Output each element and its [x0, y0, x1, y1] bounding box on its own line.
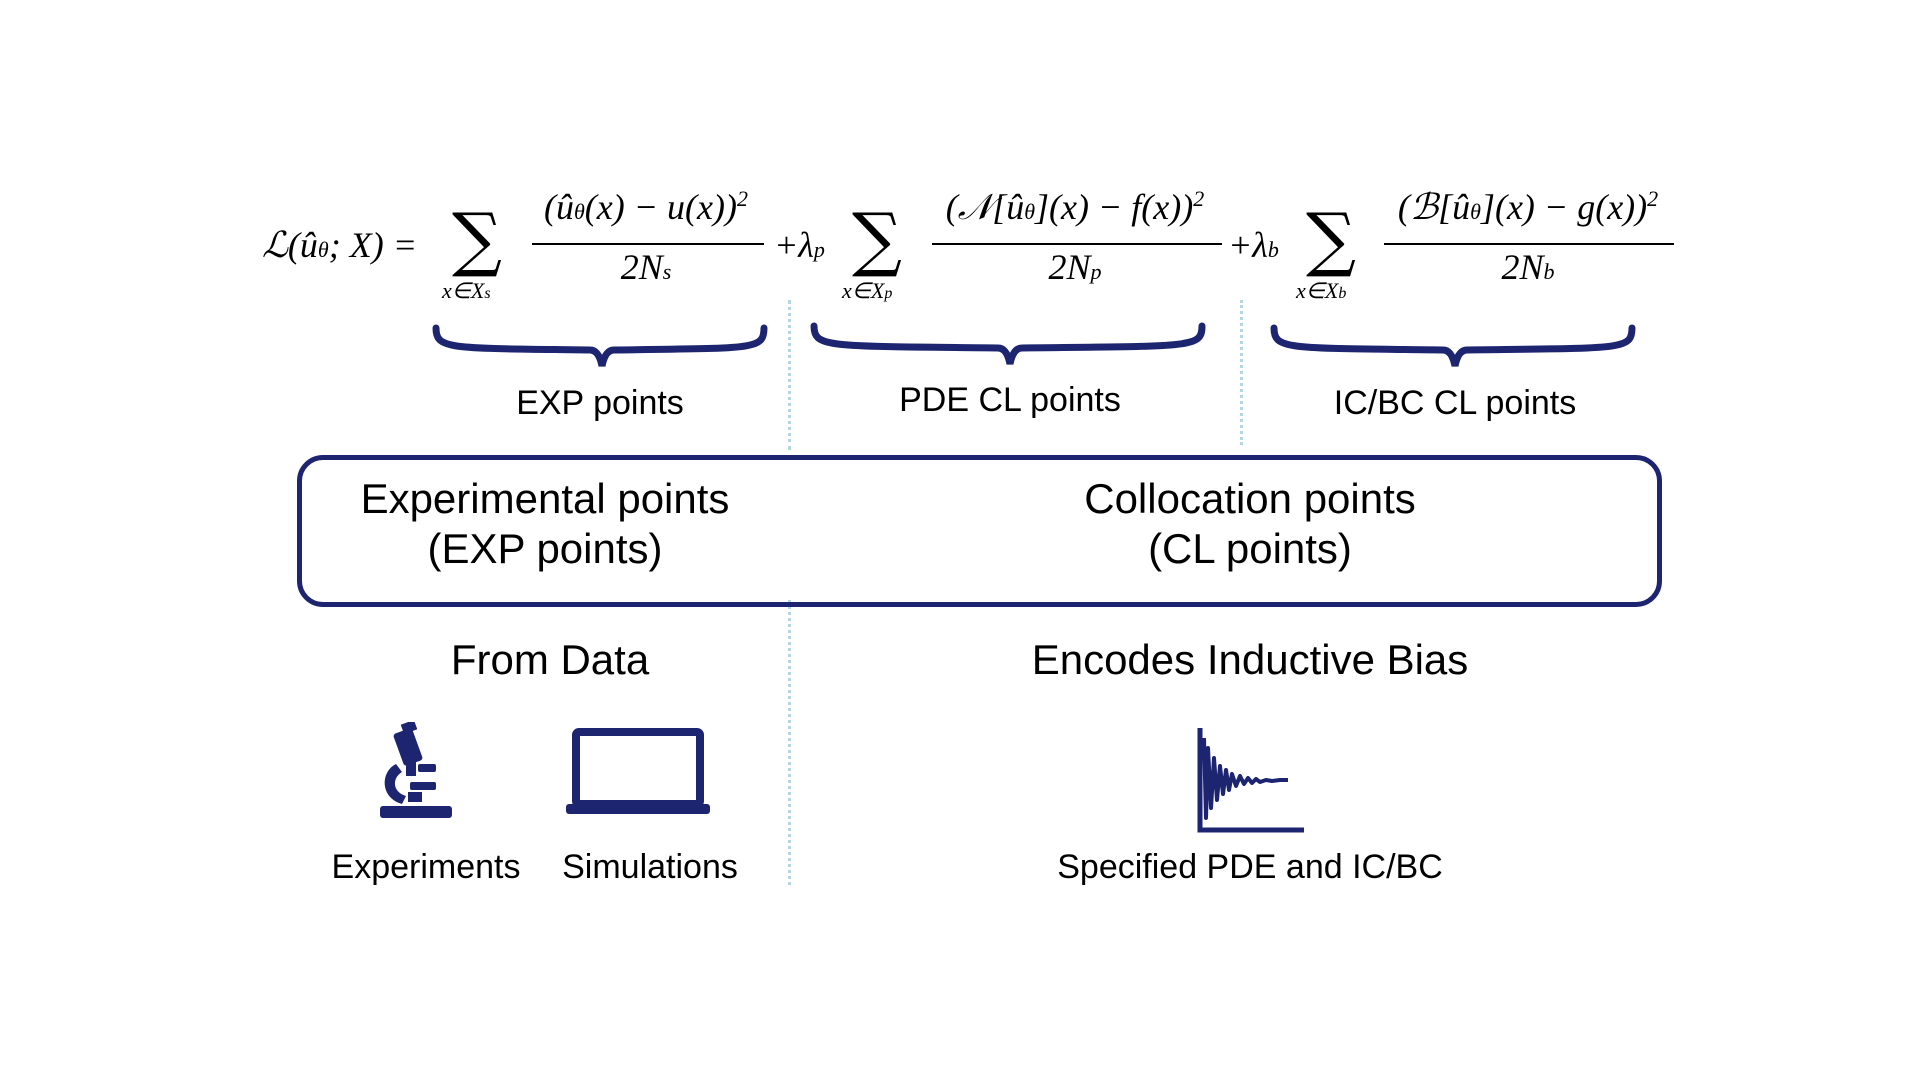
divider-upper-left	[788, 300, 791, 450]
sum-subscript-3: x∈Xb	[1296, 278, 1347, 303]
points-box	[297, 455, 1662, 607]
laptop-icon	[566, 728, 710, 814]
numerator-1: (ûθ(x) − u(x))2	[543, 186, 748, 227]
label-exp-points: EXP points	[516, 384, 684, 422]
divider-upper-right	[1240, 300, 1243, 445]
lambda-p: +λp	[774, 225, 825, 265]
brace-exp	[432, 324, 768, 367]
sum-subscript-1: x∈Xs	[442, 278, 491, 303]
fraction-bar-1	[532, 243, 764, 245]
pde-icbc-caption: Specified PDE and IC/BC	[1057, 848, 1443, 886]
collocation-points-text: Collocation points (CL points)	[1084, 475, 1416, 572]
numerator-2: (𝒩[ûθ](x) − f(x))2	[945, 186, 1205, 227]
denominator-2: 2Np	[1048, 247, 1102, 287]
sum-subscript-2: x∈Xp	[842, 278, 893, 303]
simulations-caption: Simulations	[562, 848, 738, 886]
lambda-b: +λb	[1228, 225, 1279, 265]
brace-pde	[810, 322, 1206, 365]
inductive-bias-title: Encodes Inductive Bias	[1031, 636, 1469, 683]
sum-symbol-1: ∑	[452, 198, 502, 280]
from-data-title: From Data	[450, 636, 650, 683]
damped-wave-icon	[1197, 728, 1304, 833]
denominator-1: 2Ns	[620, 247, 672, 287]
denominator-3: 2Nb	[1501, 247, 1555, 287]
numerator-3: (ℬ[ûθ](x) − g(x))2	[1397, 186, 1659, 227]
divider-lower	[788, 600, 791, 885]
experiments-caption: Experiments	[331, 848, 521, 886]
experimental-points-text: Experimental points (EXP points)	[360, 475, 730, 572]
sum-symbol-3: ∑	[1306, 198, 1356, 280]
microscope-icon	[380, 722, 452, 818]
loss-equation: ℒ(ûθ; X) = ∑ x∈Xs (ûθ(x) − u(x))2 2Ns +λ…	[262, 186, 1702, 306]
label-pde-cl-points: PDE CL points	[899, 381, 1121, 419]
brace-icbc	[1270, 324, 1636, 367]
fraction-bar-3	[1384, 243, 1674, 245]
label-icbc-cl-points: IC/BC CL points	[1333, 384, 1577, 422]
equation-lhs: ℒ(ûθ; X) =	[262, 225, 417, 265]
sum-symbol-2: ∑	[852, 198, 902, 280]
fraction-bar-2	[932, 243, 1222, 245]
